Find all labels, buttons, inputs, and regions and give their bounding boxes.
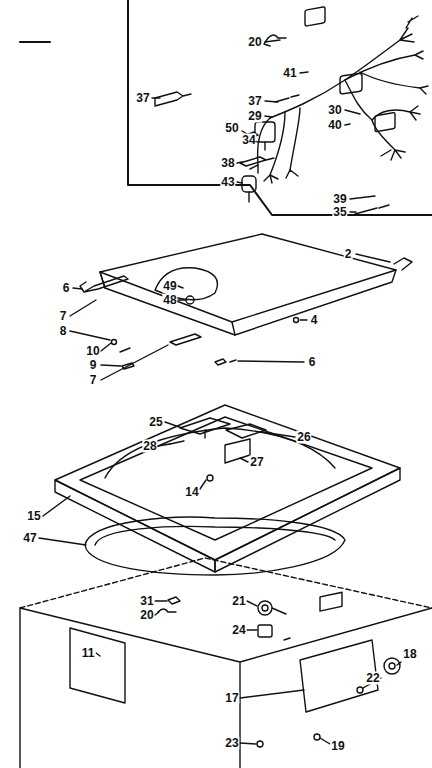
callout-number: 23 (224, 737, 239, 750)
callout-number: 20 (139, 609, 154, 622)
callout-number: 20 (247, 36, 262, 49)
callout-number: 37 (247, 95, 262, 108)
callout-number: 29 (247, 110, 262, 123)
callout-number: 7 (89, 374, 98, 387)
callout-number: 26 (296, 431, 311, 444)
callout-number: 11 (81, 647, 96, 660)
callout-number: 10 (85, 345, 100, 358)
callout-number: 15 (26, 510, 41, 523)
callout-number: 39 (332, 193, 347, 206)
callout-number: 4 (310, 314, 319, 327)
callout-number: 7 (59, 310, 68, 323)
callout-number: 19 (330, 740, 345, 753)
callout-number: 27 (249, 456, 264, 469)
callout-number: 28 (142, 440, 157, 453)
callout-number: 24 (231, 624, 246, 637)
callout-number: 22 (365, 672, 380, 685)
callout-number: 34 (241, 134, 256, 147)
callout-number: 25 (148, 416, 163, 429)
callout-number: 31 (139, 595, 154, 608)
callout-number: 9 (89, 359, 98, 372)
callout-number: 48 (162, 294, 177, 307)
callout-number: 47 (22, 532, 37, 545)
callout-number: 49 (162, 280, 177, 293)
callout-number: 17 (224, 692, 239, 705)
callout-number: 30 (327, 104, 342, 117)
callout-number: 14 (184, 486, 199, 499)
callout-number: 18 (402, 648, 417, 661)
callout-number: 43 (220, 176, 235, 189)
callout-number: 2 (344, 248, 353, 261)
callout-number: 35 (332, 206, 347, 219)
callout-number: 21 (231, 595, 246, 608)
callout-number: 41 (282, 67, 297, 80)
callout-number: 50 (224, 122, 239, 135)
callout-number: 6 (308, 356, 317, 369)
callout-number: 6 (62, 282, 71, 295)
callout-number: 38 (220, 157, 235, 170)
callout-number: 40 (327, 119, 342, 132)
callout-number: 37 (135, 92, 150, 105)
callout-number: 8 (59, 325, 68, 338)
